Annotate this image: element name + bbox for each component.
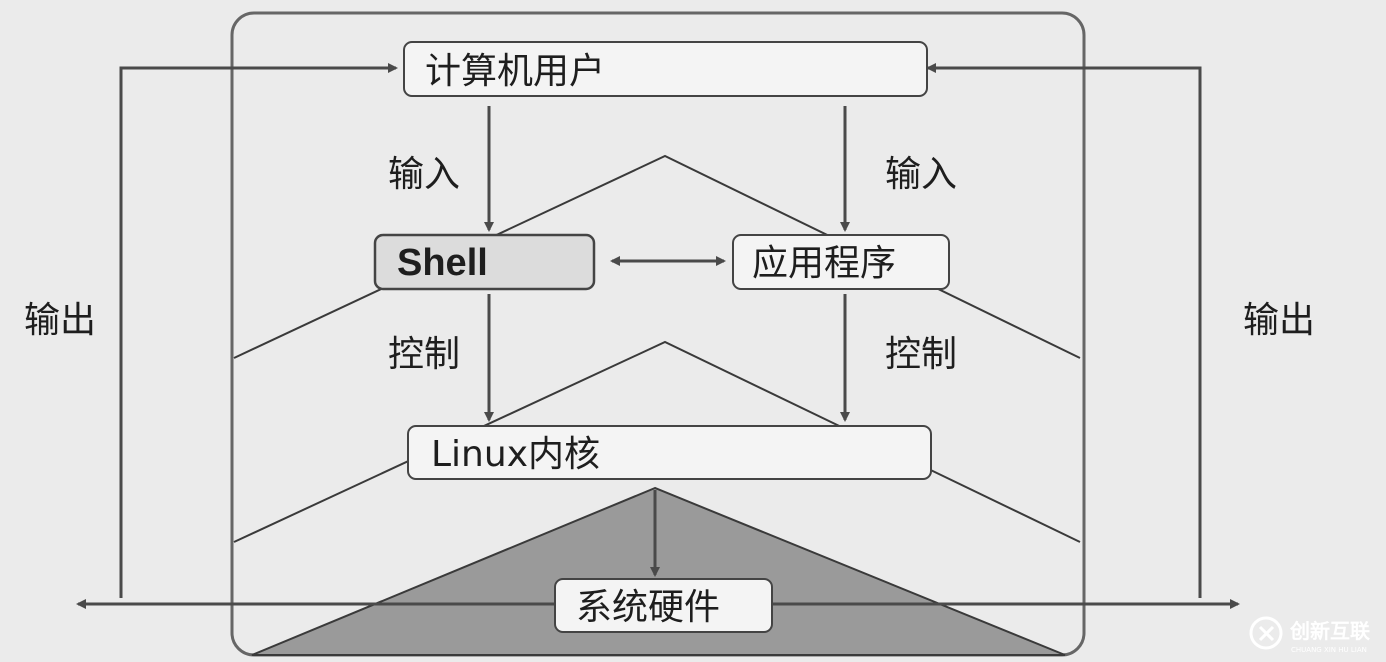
arrow-output-left: [119, 63, 398, 598]
node-app-label: 应用程序: [752, 243, 896, 284]
node-shell-label: Shell: [397, 242, 488, 284]
label-control-left: 控制: [388, 334, 460, 375]
node-kernel-label: Linux内核: [431, 434, 600, 475]
watermark-name: 创新互联: [1289, 619, 1370, 643]
node-kernel: Linux内核: [407, 425, 932, 480]
label-input-right: 输入: [885, 154, 957, 195]
label-output-right: 输出: [1243, 300, 1315, 341]
shell-layer-chevron: [233, 154, 1081, 359]
node-shell: Shell: [373, 233, 596, 291]
node-app: 应用程序: [732, 234, 950, 290]
logo-icon: [1249, 616, 1283, 650]
node-user: 计算机用户: [403, 41, 928, 97]
watermark-logo: 创新互联 CHUANG XIN HU LIAN: [1249, 616, 1370, 654]
kernel-layer-chevron: [233, 340, 1081, 543]
label-output-left: 输出: [24, 300, 96, 341]
node-hardware-label: 系统硬件: [576, 587, 720, 628]
node-hardware: 系统硬件: [554, 578, 773, 633]
label-input-left: 输入: [388, 154, 460, 195]
logo-x-mark: [1258, 625, 1275, 642]
node-user-label: 计算机用户: [425, 51, 605, 92]
watermark-sub: CHUANG XIN HU LIAN: [1291, 646, 1367, 654]
arrow-output-right: [926, 63, 1202, 598]
label-control-right: 控制: [885, 334, 957, 375]
